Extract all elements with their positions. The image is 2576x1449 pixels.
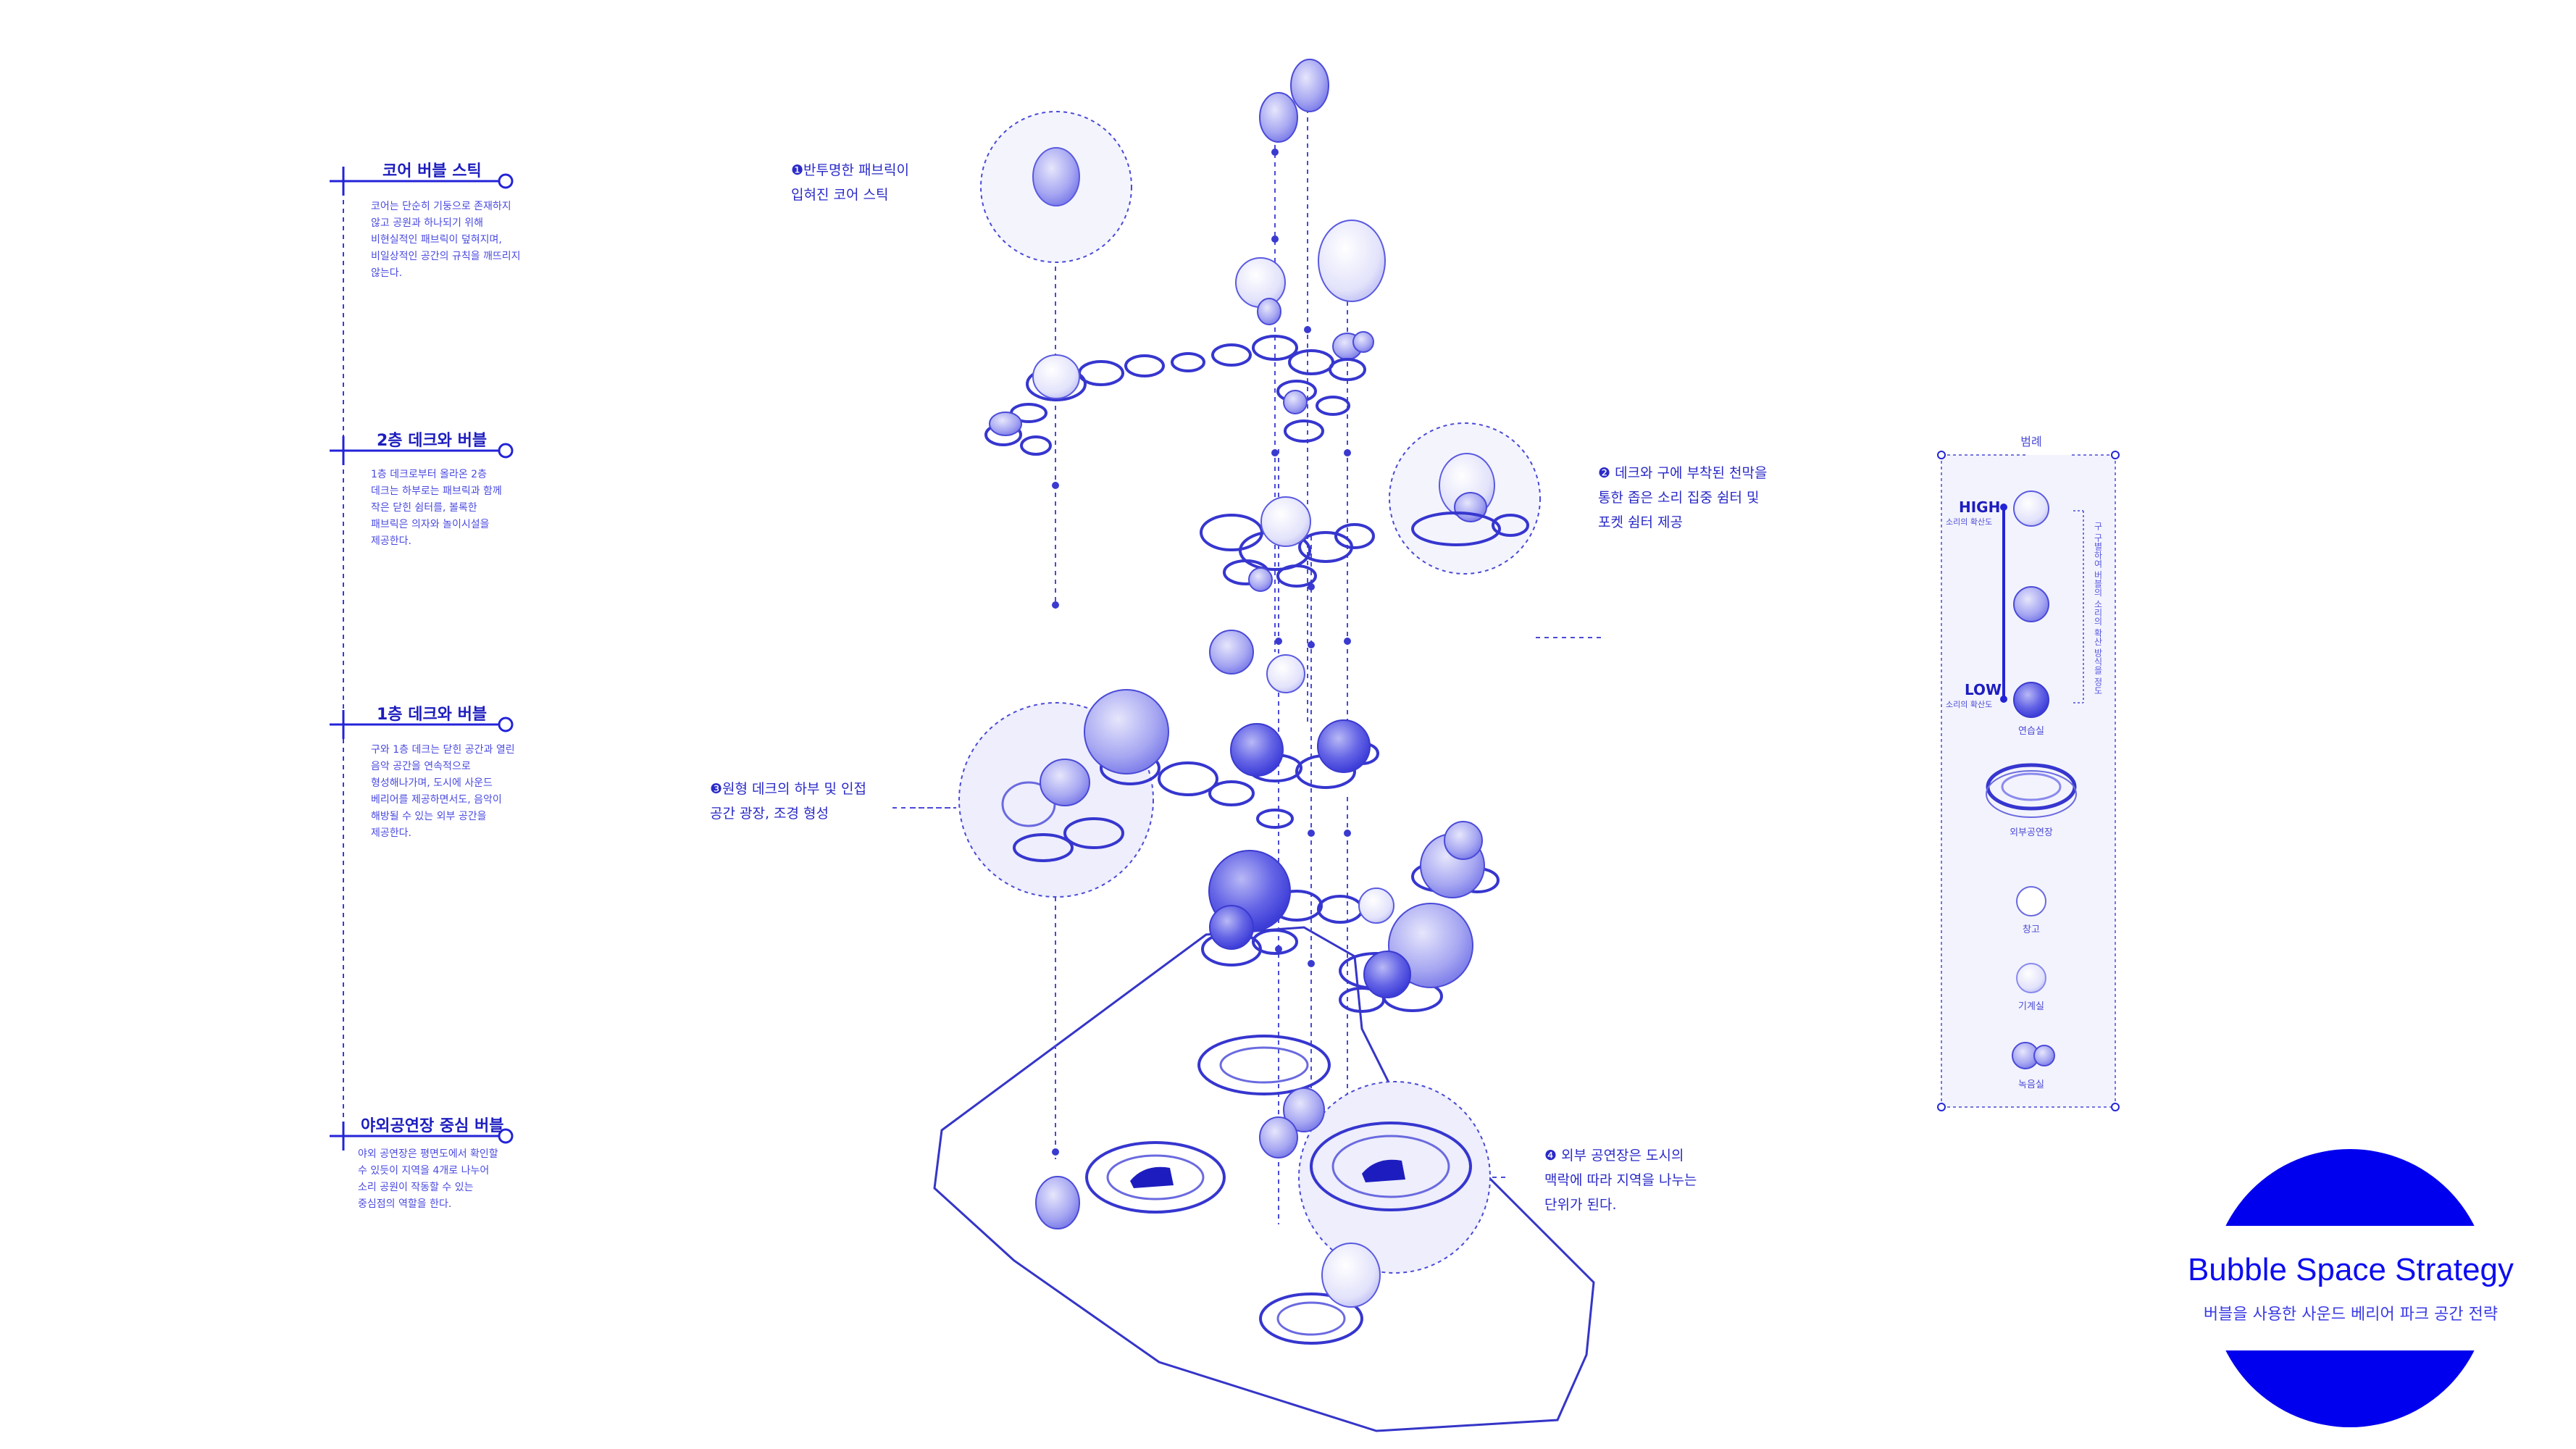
callout-1: ❶반투명한 패브릭이 입혀진 코어 스틱: [791, 158, 909, 207]
legend-bubble-mid: [2013, 586, 2049, 622]
middle-deck-bubbles: [1248, 496, 1311, 592]
callout-3: ❸원형 데크의 하부 및 인접 공간 광장, 조경 형성: [710, 777, 866, 826]
legend-label-outdoor-stage: 외부공연장: [2010, 827, 2053, 838]
brand-subtitle: 버블을 사용한 사운드 베리어 파크 공간 전략: [2203, 1306, 2498, 1324]
callout-4: ❹ 외부 공연장은 도시의 맥락에 따라 지역을 나누는 단위가 된다.: [1544, 1143, 1697, 1217]
legend-label-machine-room: 기계실: [2018, 1001, 2044, 1012]
detail-circle-shelter: [1389, 422, 1541, 575]
legend-label-practice-room: 연습실: [2018, 726, 2044, 737]
section-body-deck-1f: 구와 1층 데크는 닫힌 공간과 열린 음악 공간을 연속적으로 형성해나가며,…: [371, 744, 515, 839]
legend-outdoor-stage-icon: [1986, 763, 2077, 818]
legend-storage-icon: [2016, 886, 2046, 916]
callout-2: ❷ 데크와 구에 부착된 천막을 통한 좁은 소리 집중 쉼터 및 포켓 쉼터 …: [1598, 461, 1768, 535]
core-stick-nodes: [1052, 149, 1351, 1156]
callout-3-text: 원형 데크의 하부 및 인접 공간 광장, 조경 형성: [710, 781, 867, 822]
section-marker-1: [330, 167, 514, 196]
section-body-core: 코어는 단순히 기둥으로 존재하지 않고 공원과 하나되기 위해 비현실적인 패…: [371, 201, 521, 279]
legend-machine-room-icon: [2016, 963, 2046, 993]
legend-vertical-note: 구 구별하여 버블의 소리의 확산 방식을 정도: [2093, 522, 2103, 695]
section-title-deck-2f: 2층 데크와 버블: [377, 432, 488, 450]
callout-2-text: 데크와 구에 부착된 천막을 통한 좁은 소리 집중 쉼터 및 포켓 쉼터 제공: [1598, 465, 1768, 530]
legend-low-sub: 소리의 확산도: [1946, 700, 1993, 709]
callout-leaders: [892, 807, 1507, 1178]
section-marker-3: [330, 710, 514, 739]
upper-deck-bubbles: [989, 298, 1308, 436]
legend-high-label: HIGH: [1959, 498, 2001, 516]
lower-deck-bubbles: [1084, 630, 1485, 998]
legend-label-storage: 창고: [2023, 924, 2040, 935]
legend-high-sub: 소리의 확산도: [1946, 517, 1993, 527]
legend-background: [1941, 455, 2115, 1107]
section-body-outdoor-stage: 야외 공연장은 평면도에서 확인할 수 있듯이 지역을 4개로 나누어 소리 공…: [358, 1148, 498, 1210]
section-title-core: 코어 버블 스틱: [382, 162, 482, 180]
legend-label-recording-room: 녹음실: [2018, 1080, 2044, 1090]
callout-3-number: ❸: [710, 781, 723, 797]
site-boundary: [933, 926, 1595, 1432]
detail-circle-outdoor-stage: [1298, 1081, 1491, 1274]
section-title-outdoor-stage: 야외공연장 중심 버블: [361, 1117, 504, 1135]
section-body-deck-2f: 1층 데크로부터 올라온 2층 데크는 하부로는 패브릭과 함께 작은 닫힌 쉼…: [371, 469, 502, 547]
callout-4-number: ❹: [1544, 1148, 1557, 1164]
callout-1-text: 반투명한 패브릭이 입혀진 코어 스틱: [791, 162, 909, 203]
outdoor-stage-rings: [1035, 1035, 1381, 1345]
section-marker-4: [330, 1122, 514, 1151]
detail-circle-core: [980, 111, 1132, 263]
callout-2-number: ❷: [1598, 465, 1611, 481]
legend-bubble-low: [2013, 682, 2049, 718]
callout-1-number: ❶: [791, 162, 804, 178]
legend-title: 범례: [2020, 435, 2042, 448]
section-title-deck-1f: 1층 데크와 버블: [377, 706, 488, 724]
legend-recording-room-icon: [2012, 1042, 2055, 1069]
legend-bubble-high: [2013, 490, 2049, 527]
brand-title: Bubble Space Strategy: [2187, 1252, 2514, 1287]
callout-4-text: 외부 공연장은 도시의 맥락에 따라 지역을 나누는 단위가 된다.: [1544, 1148, 1697, 1213]
section-marker-2: [330, 436, 514, 465]
legend-low-label: LOW: [1965, 681, 2002, 698]
